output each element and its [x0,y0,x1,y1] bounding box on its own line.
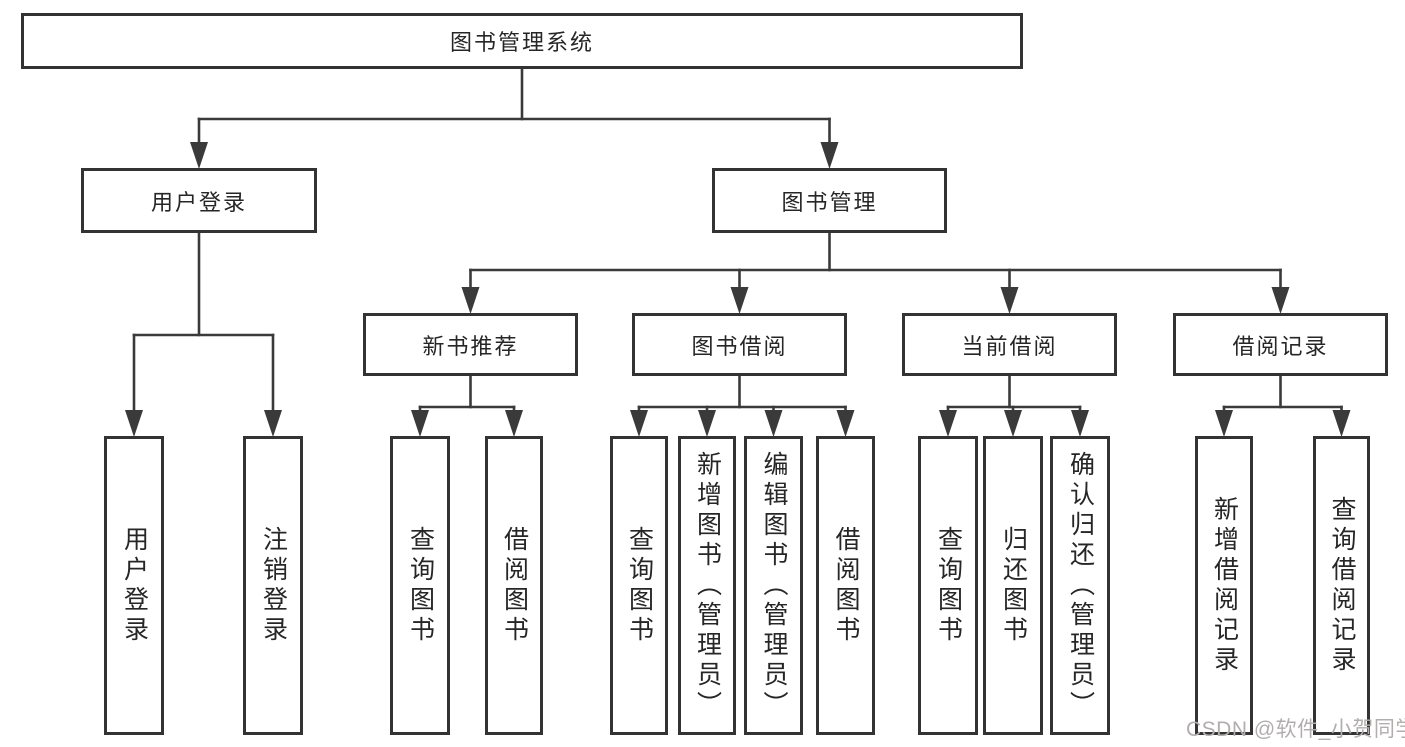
node-label-leaf-query-book-2: 查询图书 [625,525,654,646]
node-label-leaf-query-borrow-record: 查询借阅记录 [1328,495,1356,676]
arrowhead-icon [505,410,523,437]
node-label-user-login: 用户登录 [150,189,247,215]
node-book-management: 图书管理 [712,168,947,233]
node-label-leaf-user-login: 用户登录 [120,525,149,646]
arrowhead-icon [764,410,783,437]
node-leaf-confirm-return: 确认归还（管理员） [1050,436,1110,735]
node-library-management-system: 图书管理系统 [21,13,1023,69]
node-label-new-book-recommend: 新书推荐 [422,333,519,359]
node-label-book-borrowing: 图书借阅 [691,333,788,359]
node-label-leaf-edit-book: 编辑图书（管理员） [760,450,788,721]
node-leaf-edit-book: 编辑图书（管理员） [744,436,803,735]
watermark: CSDN @软件_小贺同学 [1186,718,1405,741]
node-label-book-management: 图书管理 [781,189,878,215]
node-leaf-query-book-3: 查询图书 [918,436,978,735]
arrowhead-icon [1004,410,1022,437]
arrowhead-icon [264,410,282,437]
node-current-borrowing: 当前借阅 [902,313,1117,376]
node-label-leaf-add-book: 新增图书（管理员） [693,450,722,721]
arrowhead-icon [939,410,957,437]
node-leaf-query-borrow-record: 查询借阅记录 [1313,436,1370,735]
arrowhead-icon [190,142,208,169]
arrowhead-icon [630,410,648,437]
arrowhead-icon [836,410,855,437]
node-leaf-add-book: 新增图书（管理员） [678,436,736,735]
node-borrowing-records: 借阅记录 [1173,313,1388,376]
node-label-library-management-system: 图书管理系统 [449,30,594,55]
arrowhead-icon [1071,410,1089,437]
node-leaf-add-borrow-record: 新增借阅记录 [1195,436,1253,735]
node-new-book-recommend: 新书推荐 [363,313,578,376]
node-label-leaf-query-book-1: 查询图书 [406,525,435,646]
node-leaf-query-book-1: 查询图书 [390,436,450,735]
arrowhead-icon [1271,287,1290,314]
node-label-leaf-borrow-book-1: 借阅图书 [500,525,529,646]
arrowhead-icon [820,142,839,169]
node-leaf-user-login: 用户登录 [104,436,164,735]
arrowhead-icon [1215,410,1233,437]
node-leaf-return-book: 归还图书 [983,436,1043,735]
arrowhead-icon [461,287,480,314]
node-leaf-borrow-book-2: 借阅图书 [816,436,875,735]
node-label-leaf-query-book-3: 查询图书 [934,525,963,646]
arrowhead-icon [1332,410,1351,437]
node-user-login: 用户登录 [81,168,317,233]
arrowhead-icon [730,287,749,314]
node-label-borrowing-records: 借阅记录 [1232,333,1329,359]
node-label-current-borrowing: 当前借阅 [961,333,1058,359]
arrowhead-icon [1000,287,1019,314]
arrowhead-icon [698,410,716,437]
node-label-leaf-add-borrow-record: 新增借阅记录 [1210,495,1239,676]
node-label-leaf-borrow-book-2: 借阅图书 [832,525,860,646]
node-leaf-borrow-book-1: 借阅图书 [485,436,543,735]
node-label-leaf-return-book: 归还图书 [999,525,1028,646]
node-label-leaf-logout: 注销登录 [259,525,288,646]
node-label-leaf-confirm-return: 确认归还（管理员） [1066,450,1095,721]
node-leaf-logout: 注销登录 [243,436,303,735]
node-leaf-query-book-2: 查询图书 [610,436,668,735]
node-book-borrowing: 图书借阅 [632,313,847,376]
arrowhead-icon [411,410,429,437]
arrowhead-icon [125,410,143,437]
